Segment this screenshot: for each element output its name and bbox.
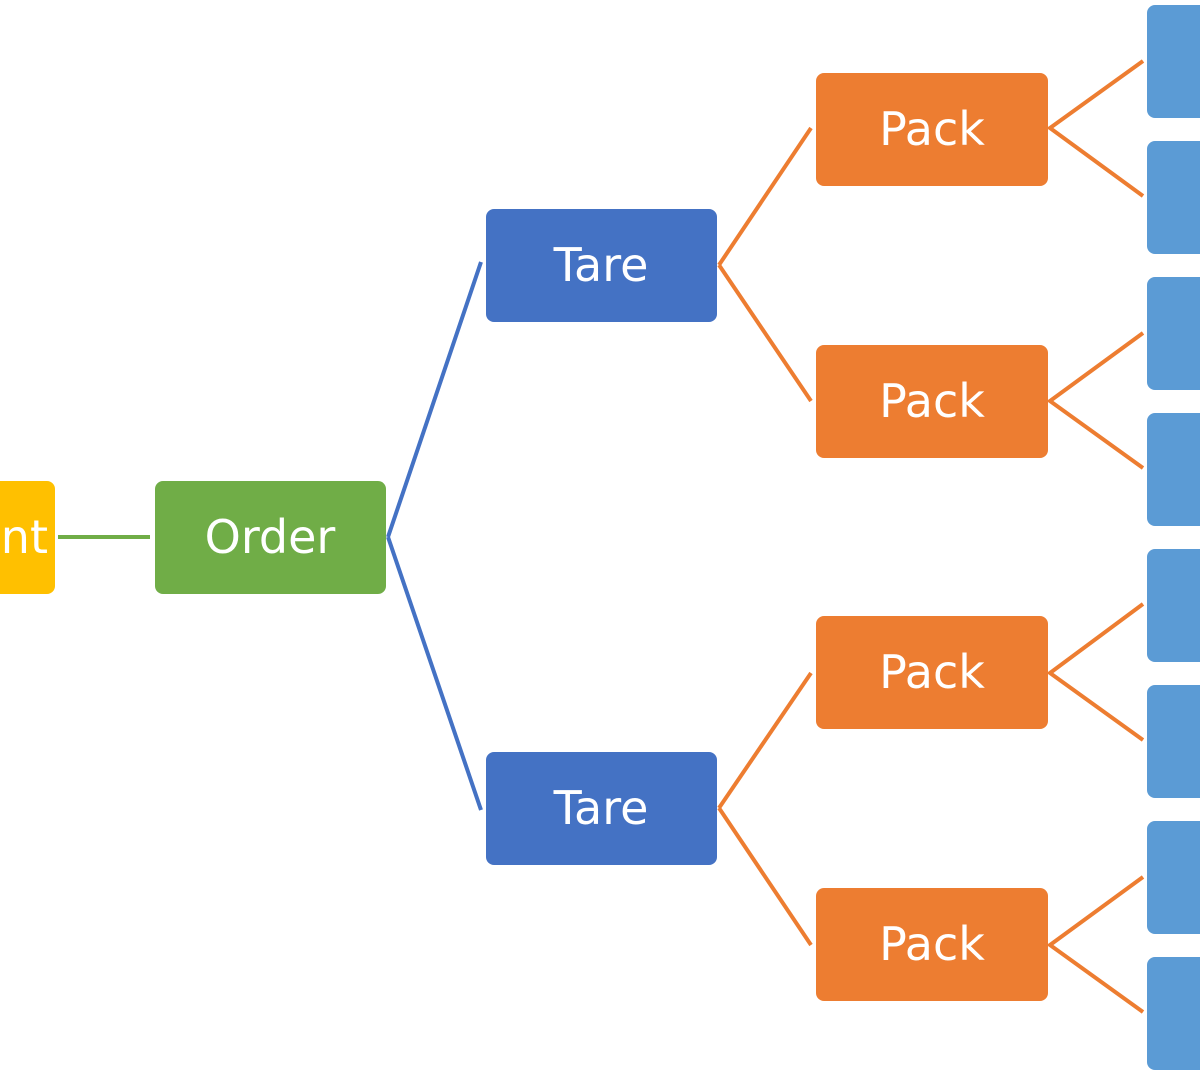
pack-node-4: Pack [816, 888, 1048, 1001]
pack-box-3 [816, 616, 1048, 729]
item-node-4 [1147, 413, 1200, 526]
pack-label-4: Pack [879, 917, 985, 971]
tare-label-1: Tare [553, 238, 649, 292]
tare-label-2: Tare [553, 781, 649, 835]
pack-box-4 [816, 888, 1048, 1001]
pack-label-2: Pack [879, 374, 985, 428]
tare-node-2: Tare [486, 752, 717, 865]
connector-pack-4-items [1046, 875, 1145, 1014]
connector-pack-1-items [1046, 59, 1145, 198]
connector-tare-2-pack-3 [717, 671, 813, 810]
item-node-3 [1147, 277, 1200, 390]
tare-box-1 [486, 209, 717, 322]
pack-node-3: Pack [816, 616, 1048, 729]
pack-box-1 [816, 73, 1048, 186]
item-node-7 [1147, 821, 1200, 934]
tare-node-1: Tare [486, 209, 717, 322]
order-label: Order [205, 510, 336, 564]
connector-order-tare-2 [386, 536, 483, 811]
order-box [155, 481, 386, 594]
tare-box-2 [486, 752, 717, 865]
client-label: nt [1, 510, 48, 564]
pack-label-3: Pack [879, 645, 985, 699]
client-node: nt [0, 481, 55, 594]
item-node-8 [1147, 957, 1200, 1070]
connector-tare-1-pack-1 [717, 126, 813, 267]
connector-pack-2-items [1046, 331, 1145, 470]
connector-pack-3-items [1046, 602, 1145, 742]
item-node-6 [1147, 685, 1200, 798]
pack-node-2: Pack [816, 345, 1048, 458]
item-node-2 [1147, 141, 1200, 254]
item-node-1 [1147, 5, 1200, 118]
connector-order-tare-1 [386, 261, 483, 538]
pack-box-2 [816, 345, 1048, 458]
connector-tare-2-pack-4 [717, 806, 813, 947]
order-node: Order [155, 481, 386, 594]
connector-tare-1-pack-2 [717, 263, 813, 403]
pack-label-1: Pack [879, 102, 985, 156]
client-box [0, 481, 55, 594]
pack-node-1: Pack [816, 73, 1048, 186]
item-node-5 [1147, 549, 1200, 662]
